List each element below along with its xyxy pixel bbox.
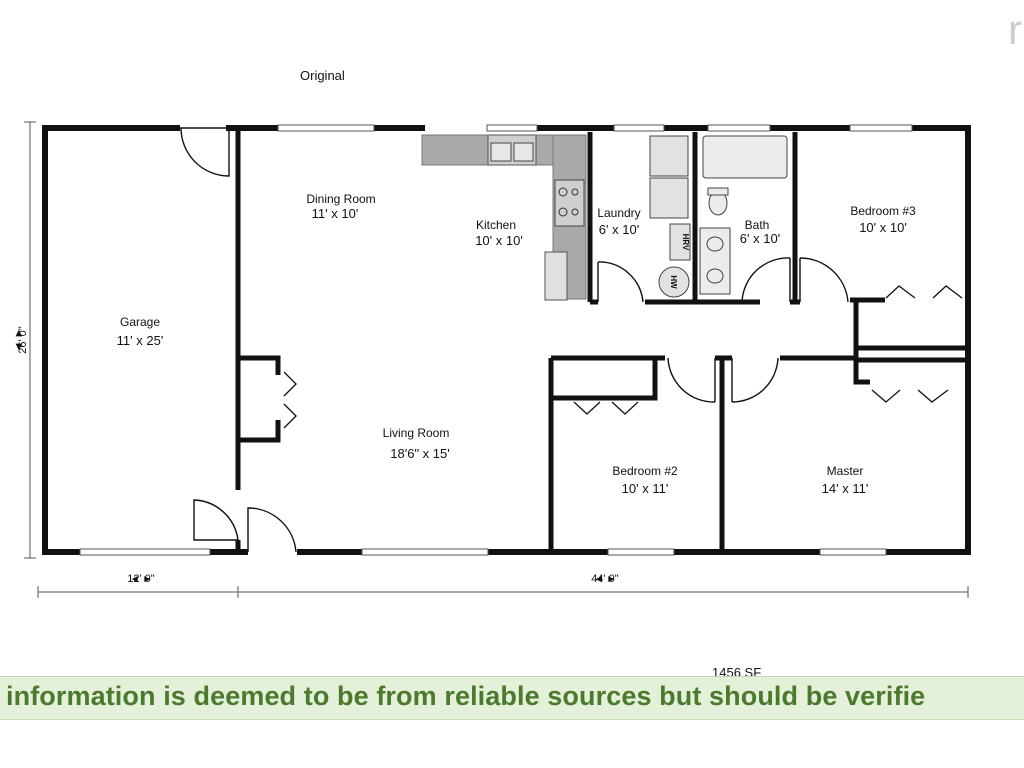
stove xyxy=(554,179,585,227)
room-labels: Garage 11' x 25' Dining Room 11' x 10' K… xyxy=(117,192,916,496)
bath-fixtures xyxy=(699,135,788,295)
laundry-door-swing xyxy=(597,261,644,303)
kitchen-size: 10' x 10' xyxy=(475,233,523,248)
window-bedroom3 xyxy=(849,124,913,132)
bath-door-swing xyxy=(741,257,791,303)
house-width-arrows: ◄ ► xyxy=(594,574,617,585)
depth-dim-line xyxy=(24,121,36,559)
entry-door-swing xyxy=(247,507,297,553)
window-master xyxy=(819,548,887,556)
laundry-name: Laundry xyxy=(597,206,640,220)
bedroom3-door-swing xyxy=(799,257,849,303)
living-closet-bifold xyxy=(283,371,297,429)
burner-2 xyxy=(558,207,568,217)
brand-logo-icon: r xyxy=(1008,10,1022,50)
hall-closet xyxy=(853,300,965,363)
width-dim-line xyxy=(37,586,969,598)
garage-door xyxy=(79,548,211,556)
plan-caption: Original xyxy=(300,68,345,83)
master-door-swing xyxy=(731,357,779,403)
house-width-text: 44' 0" xyxy=(591,573,619,585)
interior-walls xyxy=(235,128,965,552)
bedroom2-closet xyxy=(551,358,658,401)
bedroom3-size: 10' x 10' xyxy=(859,220,907,235)
sink-right xyxy=(513,142,534,162)
hrv-unit xyxy=(669,223,691,261)
window-living xyxy=(361,548,489,556)
depth-dim-text: 26' 0" xyxy=(17,326,29,354)
water-heater xyxy=(658,266,690,298)
dimension-labels: ◄ ► 26' 0" ◄ ► 12' 0" ◄ ► 44' 0" xyxy=(13,326,619,585)
bifold-doors xyxy=(283,285,963,429)
laundry-appliances xyxy=(649,135,691,298)
bedroom2-size: 10' x 11' xyxy=(622,481,669,496)
kitchen xyxy=(421,134,587,301)
vanity-sink-1 xyxy=(706,236,724,252)
window-laundry xyxy=(613,124,665,132)
dining-name: Dining Room xyxy=(306,192,375,206)
toilet-tank xyxy=(707,187,729,196)
bath-size: 6' x 10' xyxy=(740,231,780,246)
washer xyxy=(649,135,689,177)
vanity-sink-2 xyxy=(706,268,724,284)
bedroom3-name: Bedroom #3 xyxy=(850,204,916,218)
master-closet-bifold xyxy=(871,389,949,403)
window-dining xyxy=(277,124,375,132)
kitchen-name: Kitchen xyxy=(476,218,516,232)
living-name: Living Room xyxy=(383,426,450,440)
dryer xyxy=(649,177,689,219)
laundry-size: 6' x 10' xyxy=(599,222,639,237)
dimension-lines xyxy=(24,121,969,598)
garage-door-swing xyxy=(177,127,230,177)
window-bedroom2 xyxy=(607,548,675,556)
bathtub xyxy=(702,135,788,179)
garage-size: 11' x 25' xyxy=(117,333,164,348)
burner-1 xyxy=(558,187,568,197)
bath-name: Bath xyxy=(745,218,770,232)
bedroom2-name: Bedroom #2 xyxy=(612,464,678,478)
bedroom3-closet-bifold xyxy=(885,285,963,299)
fridge xyxy=(544,251,568,301)
master-closet xyxy=(853,348,870,385)
window-bath xyxy=(707,124,771,132)
sink-left xyxy=(490,142,512,162)
windows xyxy=(79,124,913,556)
water-heater-label: HW xyxy=(669,275,678,289)
disclaimer-banner: information is deemed to be from reliabl… xyxy=(0,676,1024,720)
bedroom2-door-swing xyxy=(667,357,716,403)
master-size: 14' x 11' xyxy=(822,481,869,496)
bedroom2-closet-bifold xyxy=(573,401,639,415)
burner-3 xyxy=(571,188,579,196)
window-kitchen xyxy=(486,124,538,132)
living-size: 18'6" x 15' xyxy=(390,446,449,461)
dining-size: 11' x 10' xyxy=(312,206,359,221)
garage-width-text: 12' 0" xyxy=(127,573,155,585)
disclaimer-text: information is deemed to be from reliabl… xyxy=(6,681,926,711)
burner-4 xyxy=(571,208,579,216)
depth-dim-arrows: ◄ ► xyxy=(13,328,25,353)
garage-entry-swing xyxy=(193,499,239,541)
door-swings xyxy=(177,127,849,553)
master-name: Master xyxy=(827,464,864,478)
garage-name: Garage xyxy=(120,315,160,329)
living-closet xyxy=(238,355,281,443)
garage-width-arrows: ◄ ► xyxy=(130,574,153,585)
hrv-label: HRV xyxy=(681,234,690,251)
